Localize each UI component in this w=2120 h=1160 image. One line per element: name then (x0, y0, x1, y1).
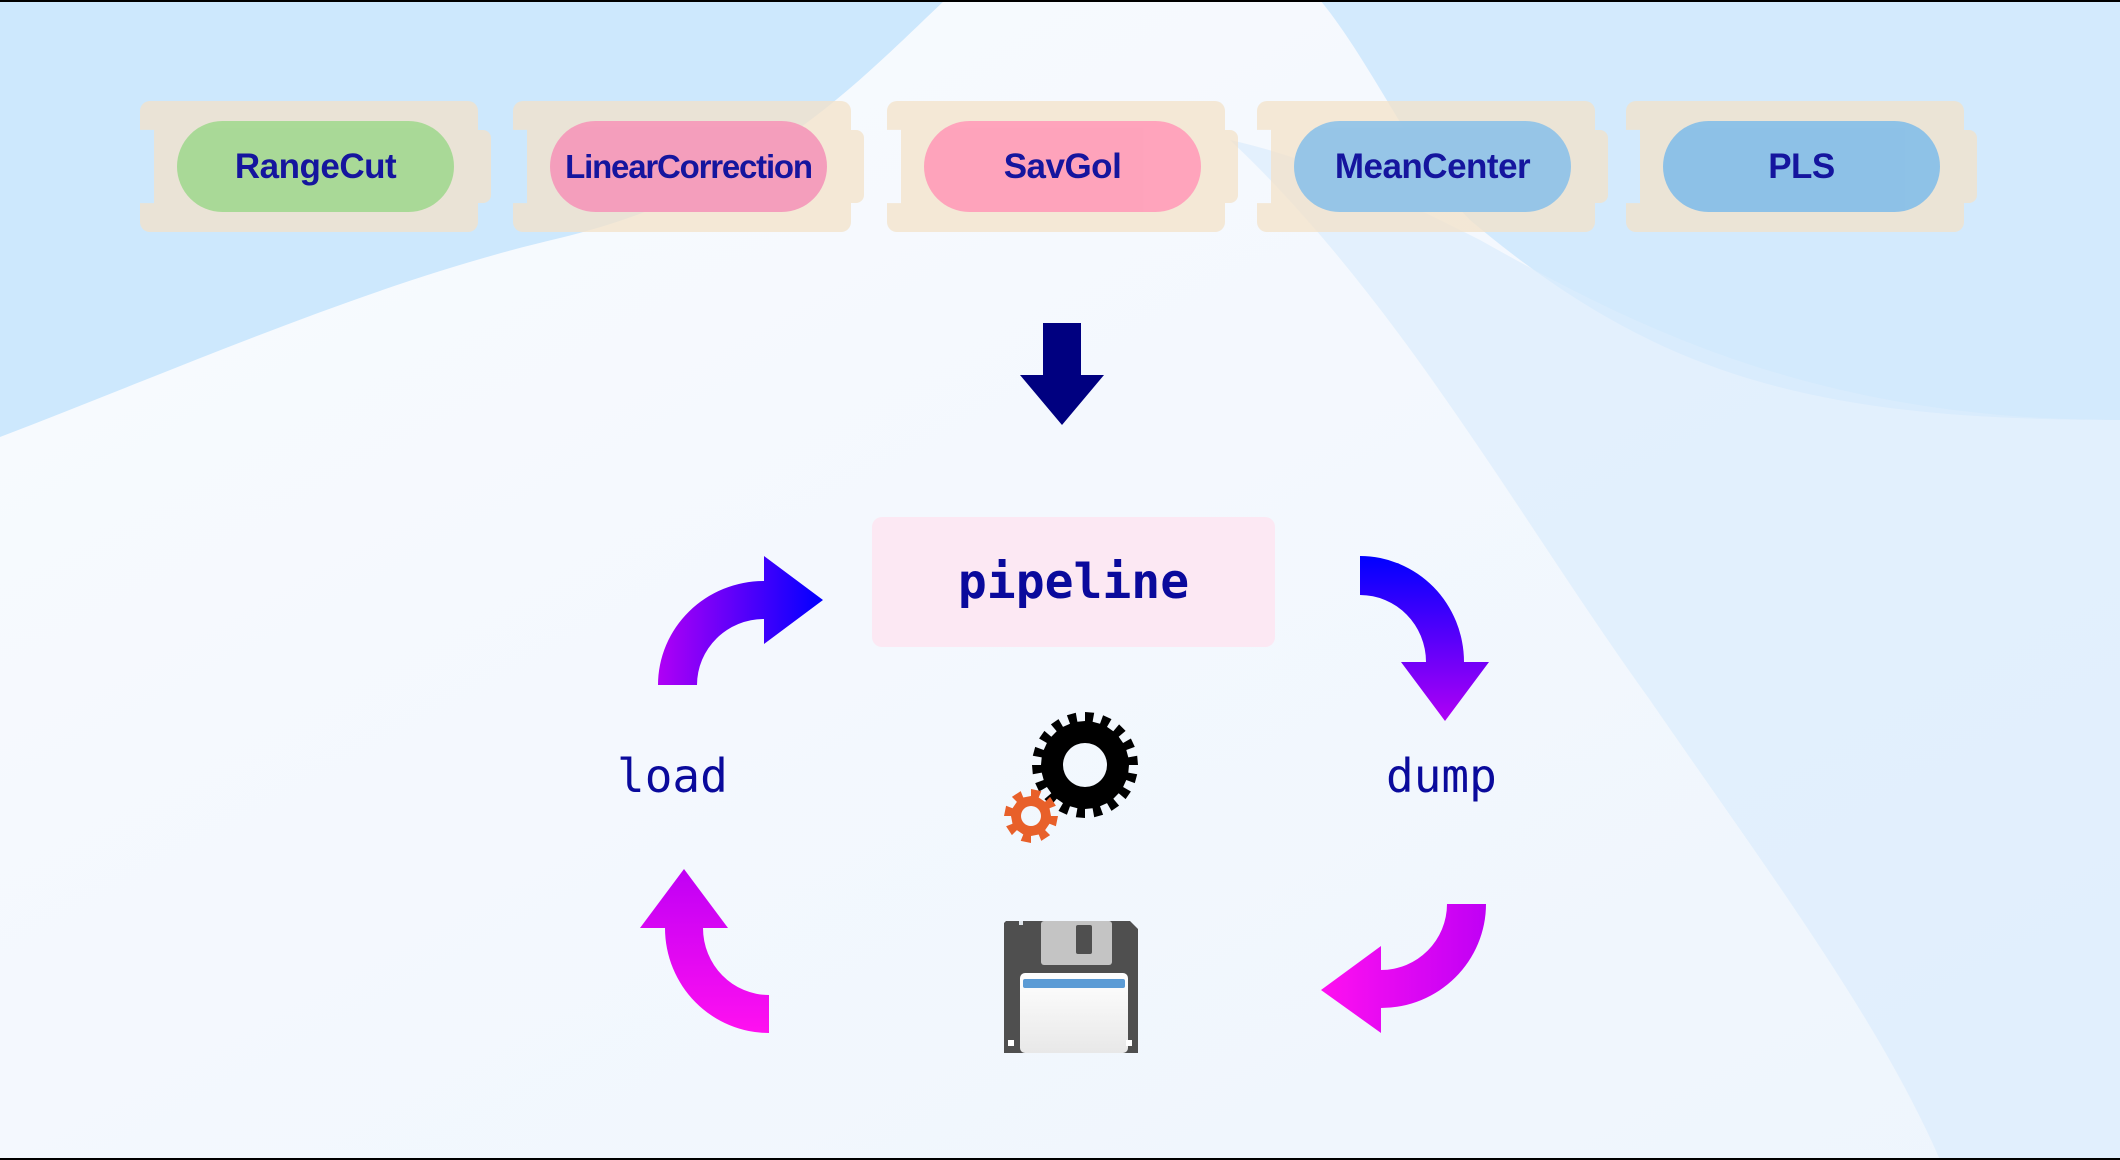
block-pill: SavGol (924, 121, 1201, 212)
block-pill: LinearCorrection (550, 121, 827, 212)
large-gear-shape (1032, 712, 1138, 818)
block-label: RangeCut (234, 146, 397, 186)
load-label: load (617, 749, 728, 803)
block-pill: RangeCut (177, 121, 454, 212)
block-right-tab (851, 130, 864, 203)
block-pill: MeanCenter (1294, 121, 1571, 212)
wave-right-lower (1230, 140, 2120, 1160)
block-pill: PLS (1663, 121, 1940, 212)
block-right-tab (478, 130, 491, 203)
curved-arrow-pipeline-to-dump-icon (1360, 556, 1489, 721)
curved-arrow-disk-to-load-icon (640, 869, 769, 1033)
block-label: SavGol (1003, 146, 1122, 186)
block-pls[interactable]: PLS (1626, 101, 1977, 232)
small-gear-shape (1004, 789, 1058, 843)
block-label: MeanCenter (1334, 146, 1531, 186)
down-arrow-icon (1020, 323, 1104, 425)
top-border (0, 0, 2120, 2)
block-right-tab (1225, 130, 1238, 203)
block-label: PLS (1768, 146, 1835, 186)
gears-icon (1004, 712, 1138, 843)
block-label: LinearCorrection (565, 147, 813, 185)
bottom-border (0, 1158, 2120, 1160)
floppy-disk-icon (1004, 921, 1138, 1053)
pipeline-box[interactable]: pipeline (872, 517, 1275, 647)
curved-arrow-load-to-pipeline-icon (658, 556, 823, 685)
block-rangecut[interactable]: RangeCut (140, 101, 491, 232)
block-savgol[interactable]: SavGol (887, 101, 1238, 232)
pipeline-label: pipeline (957, 554, 1190, 610)
block-meancenter[interactable]: MeanCenter (1257, 101, 1608, 232)
curved-arrow-dump-to-disk-icon (1321, 904, 1486, 1033)
block-right-tab (1964, 130, 1977, 203)
block-linearcorrection[interactable]: LinearCorrection (513, 101, 864, 232)
large-gear-icon (1032, 712, 1138, 818)
small-gear-icon (1004, 789, 1058, 843)
block-right-tab (1595, 130, 1608, 203)
dump-label: dump (1386, 749, 1497, 803)
